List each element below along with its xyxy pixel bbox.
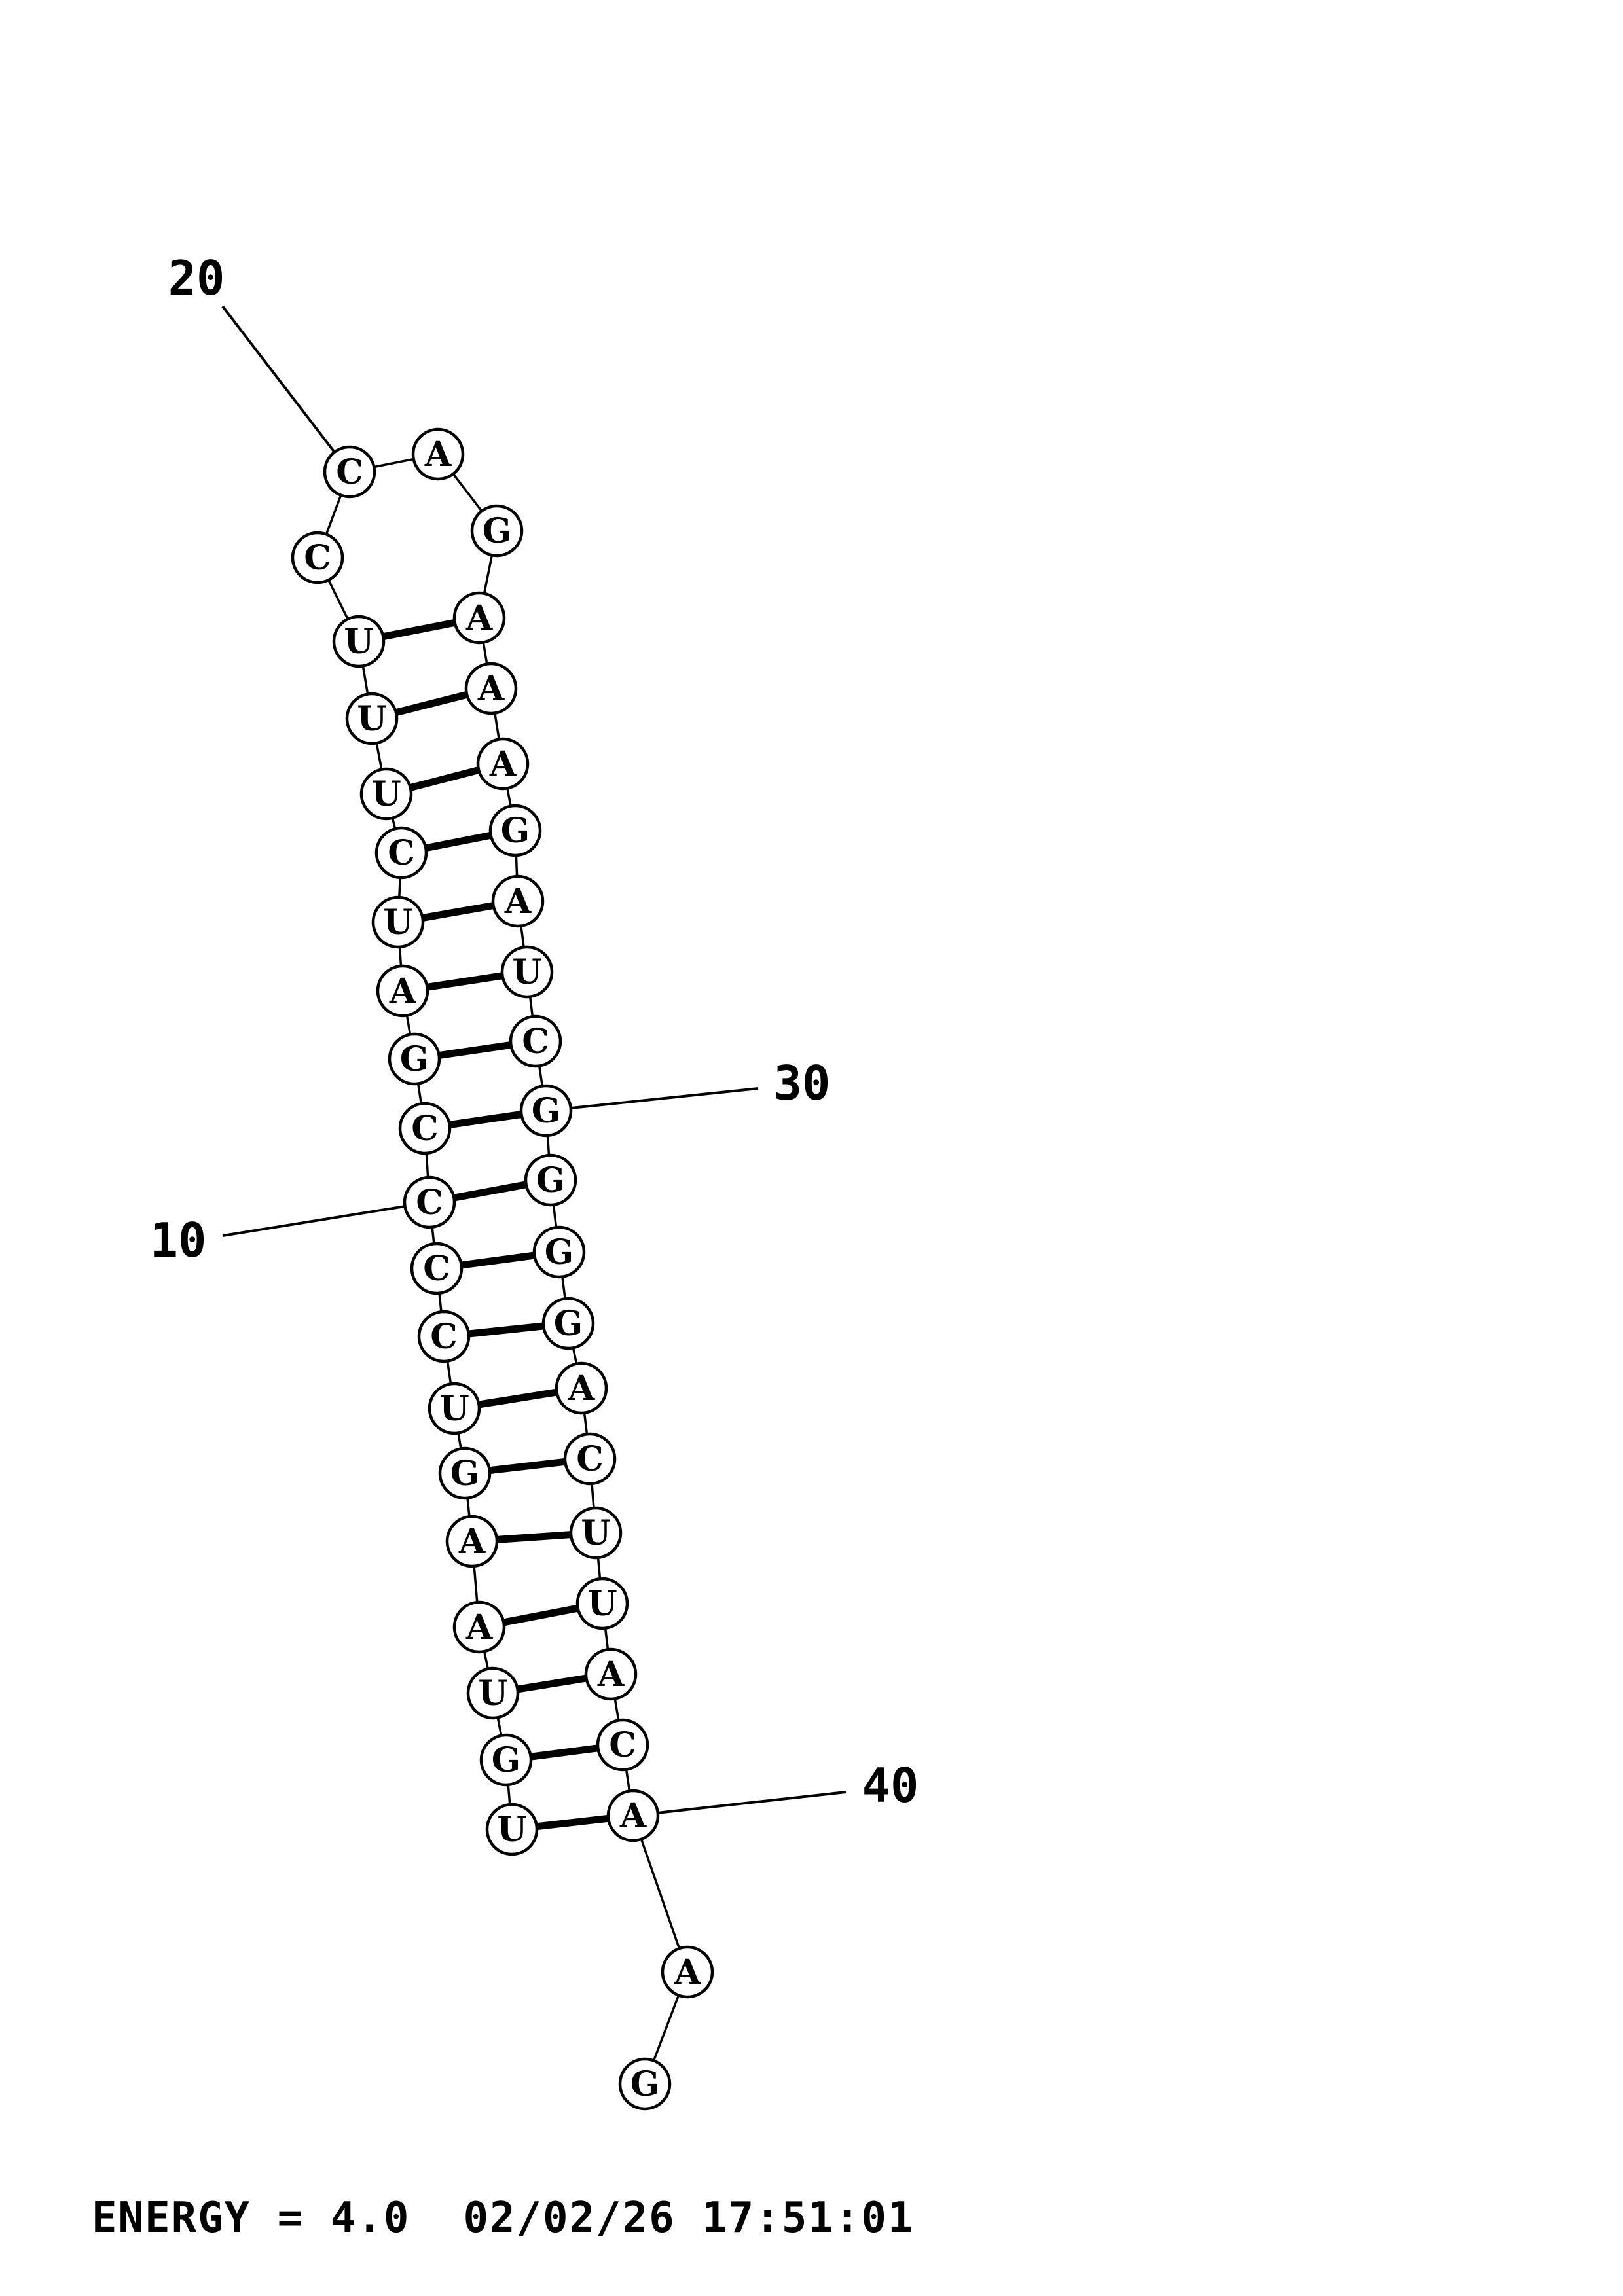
nucleotide-circle <box>323 445 376 499</box>
position-label: 20 <box>168 251 225 306</box>
nucleotide-base: U <box>439 1389 469 1429</box>
nucleotide-base: G <box>483 511 511 551</box>
nucleotide-base: C <box>430 1317 457 1357</box>
nucleotide-circle <box>555 1361 608 1415</box>
nucleotide-base: A <box>477 669 505 709</box>
nucleotide-base: C <box>576 1439 603 1479</box>
nucleotide-base: G <box>492 1740 520 1780</box>
nucleotide-circle <box>479 1733 533 1787</box>
nucleotide-base: U <box>383 903 412 942</box>
nucleotide-circle <box>470 504 524 558</box>
nucleotide-base: C <box>522 1022 549 1062</box>
nucleotide-base: A <box>424 435 452 475</box>
nucleotide-base: A <box>389 971 416 1011</box>
nucleotide-base: A <box>619 1796 647 1836</box>
nucleotide-base: U <box>587 1584 617 1624</box>
nucleotide-base: A <box>504 882 532 922</box>
nucleotide-circle <box>376 964 429 1018</box>
nucleotide-base: G <box>630 2064 659 2104</box>
nucleotide-circle <box>491 874 545 928</box>
nucleotide-base: U <box>478 1674 507 1713</box>
nucleotide-circle <box>445 1515 499 1568</box>
nucleotide-circle <box>359 767 413 821</box>
nucleotide-base: A <box>465 1607 493 1647</box>
nucleotide-base: G <box>501 811 530 851</box>
position-label: 10 <box>150 1213 207 1268</box>
nucleotide-base: G <box>532 1091 560 1131</box>
nucleotide-base: C <box>388 833 414 873</box>
nucleotide-circle <box>532 1225 586 1279</box>
label-pointer-line <box>545 1087 759 1112</box>
nucleotide-base: U <box>512 952 541 992</box>
nucleotide-base: C <box>609 1725 636 1765</box>
nucleotide-circle <box>488 804 542 857</box>
nucleotide-circle <box>452 591 506 645</box>
nucleotide-base: C <box>416 1183 443 1223</box>
nucleotide-base: U <box>581 1513 610 1553</box>
label-pointer-line <box>222 1201 430 1237</box>
nucleotide-circle <box>371 895 425 949</box>
nucleotide-base: U <box>371 774 401 814</box>
nucleotide-circle <box>569 1506 623 1560</box>
nucleotide-base: U <box>357 699 386 739</box>
nucleotide-circle <box>500 945 554 999</box>
nucleotide-base: G <box>536 1160 565 1200</box>
nucleotide-base: A <box>489 744 517 784</box>
nucleotide-base: U <box>344 622 373 662</box>
nucleotide-circle <box>661 1945 714 1999</box>
nucleotide-circle <box>575 1577 629 1630</box>
nucleotide-base: G <box>554 1304 583 1344</box>
nucleotide-circle <box>606 1789 660 1842</box>
nucleotide-circle <box>596 1718 649 1772</box>
nucleotide-circle <box>428 1382 481 1435</box>
position-label: 30 <box>774 1056 831 1111</box>
nucleotide-circle <box>476 737 530 791</box>
nucleotide-base: C <box>304 538 331 578</box>
nucleotide-circle <box>466 1666 520 1720</box>
nucleotide-base: A <box>597 1655 625 1695</box>
nucleotide-base: C <box>336 452 363 492</box>
nucleotide-base: C <box>411 1109 438 1149</box>
nucleotide-base: G <box>545 1232 574 1272</box>
label-pointer-line <box>632 1791 847 1817</box>
nucleotide-base: U <box>497 1810 526 1850</box>
nucleotide-circle <box>452 1600 506 1654</box>
nucleotide-circle <box>485 1803 539 1856</box>
nucleotide-base: A <box>458 1522 486 1562</box>
nucleotide-base: A <box>568 1369 595 1408</box>
nucleotide-circle <box>411 427 465 481</box>
nucleotide-circle <box>541 1297 595 1350</box>
nucleotide-circle <box>438 1446 492 1500</box>
nucleotide-circle <box>410 1242 464 1295</box>
nucleotide-circle <box>345 692 399 745</box>
nucleotide-circle <box>464 662 518 715</box>
nucleotide-circle <box>519 1084 573 1138</box>
nucleotide-circle <box>563 1432 617 1486</box>
nucleotide-base: G <box>450 1454 479 1494</box>
label-pointer-line <box>221 305 351 473</box>
nucleotide-circle <box>403 1175 456 1229</box>
nucleotide-base: C <box>423 1249 450 1289</box>
nucleotide-circle <box>584 1647 638 1701</box>
nucleotide-circle <box>374 826 428 880</box>
nucleotide-base: A <box>465 598 493 638</box>
nucleotide-circle <box>524 1153 577 1207</box>
nucleotide-circle <box>618 2057 672 2111</box>
backbone-segment <box>632 1815 689 1973</box>
nucleotide-circle <box>398 1102 452 1155</box>
nucleotide-circle <box>388 1032 441 1086</box>
nucleotide-base: A <box>674 1952 701 1992</box>
position-label: 40 <box>862 1758 919 1813</box>
nucleotide-circle <box>509 1014 562 1068</box>
nucleotide-circle <box>332 615 386 668</box>
nucleotide-circle <box>417 1310 471 1363</box>
energy-timestamp-text: ENERGY = 4.0 02/02/26 17:51:01 <box>92 2194 915 2242</box>
nucleotide-base: G <box>400 1039 429 1079</box>
nucleotide-circle <box>291 531 344 584</box>
